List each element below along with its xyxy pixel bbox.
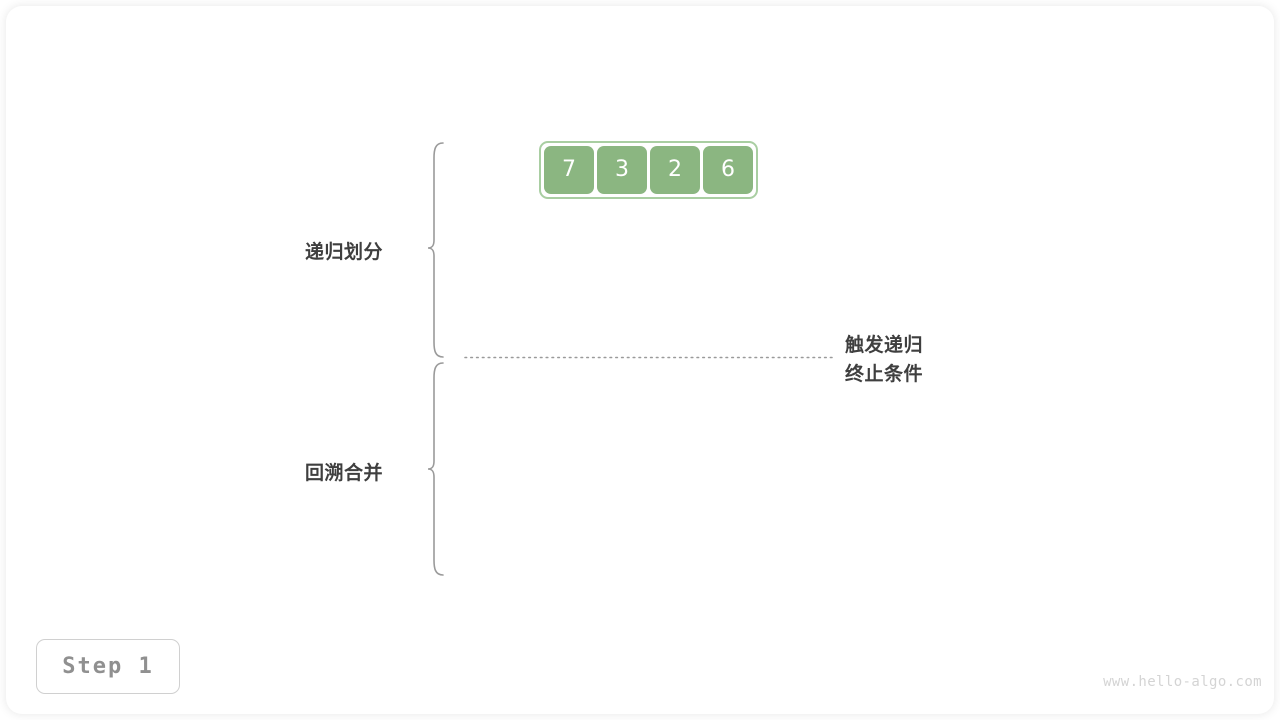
brace-divide (427, 142, 444, 358)
annotation-line-1: 触发递归 (845, 335, 924, 356)
watermark: www.hello-algo.com (1103, 674, 1262, 690)
array-cell: 7 (544, 146, 594, 194)
step-badge-label: Step 1 (62, 654, 154, 679)
step-badge: Step 1 (36, 639, 180, 694)
annotation-base-case: 触发递归 终止条件 (845, 331, 923, 389)
brace-merge (427, 362, 444, 576)
label-recursive-divide: 递归划分 (305, 242, 384, 263)
page-card (6, 6, 1274, 714)
label-backtrack-merge: 回溯合并 (305, 463, 384, 484)
array-cell: 2 (650, 146, 700, 194)
array-container: 7 3 2 6 (539, 141, 758, 199)
array-cell: 6 (703, 146, 753, 194)
array-cells: 7 3 2 6 (544, 146, 753, 194)
array-cell: 3 (597, 146, 647, 194)
annotation-line-2: 终止条件 (845, 364, 924, 385)
